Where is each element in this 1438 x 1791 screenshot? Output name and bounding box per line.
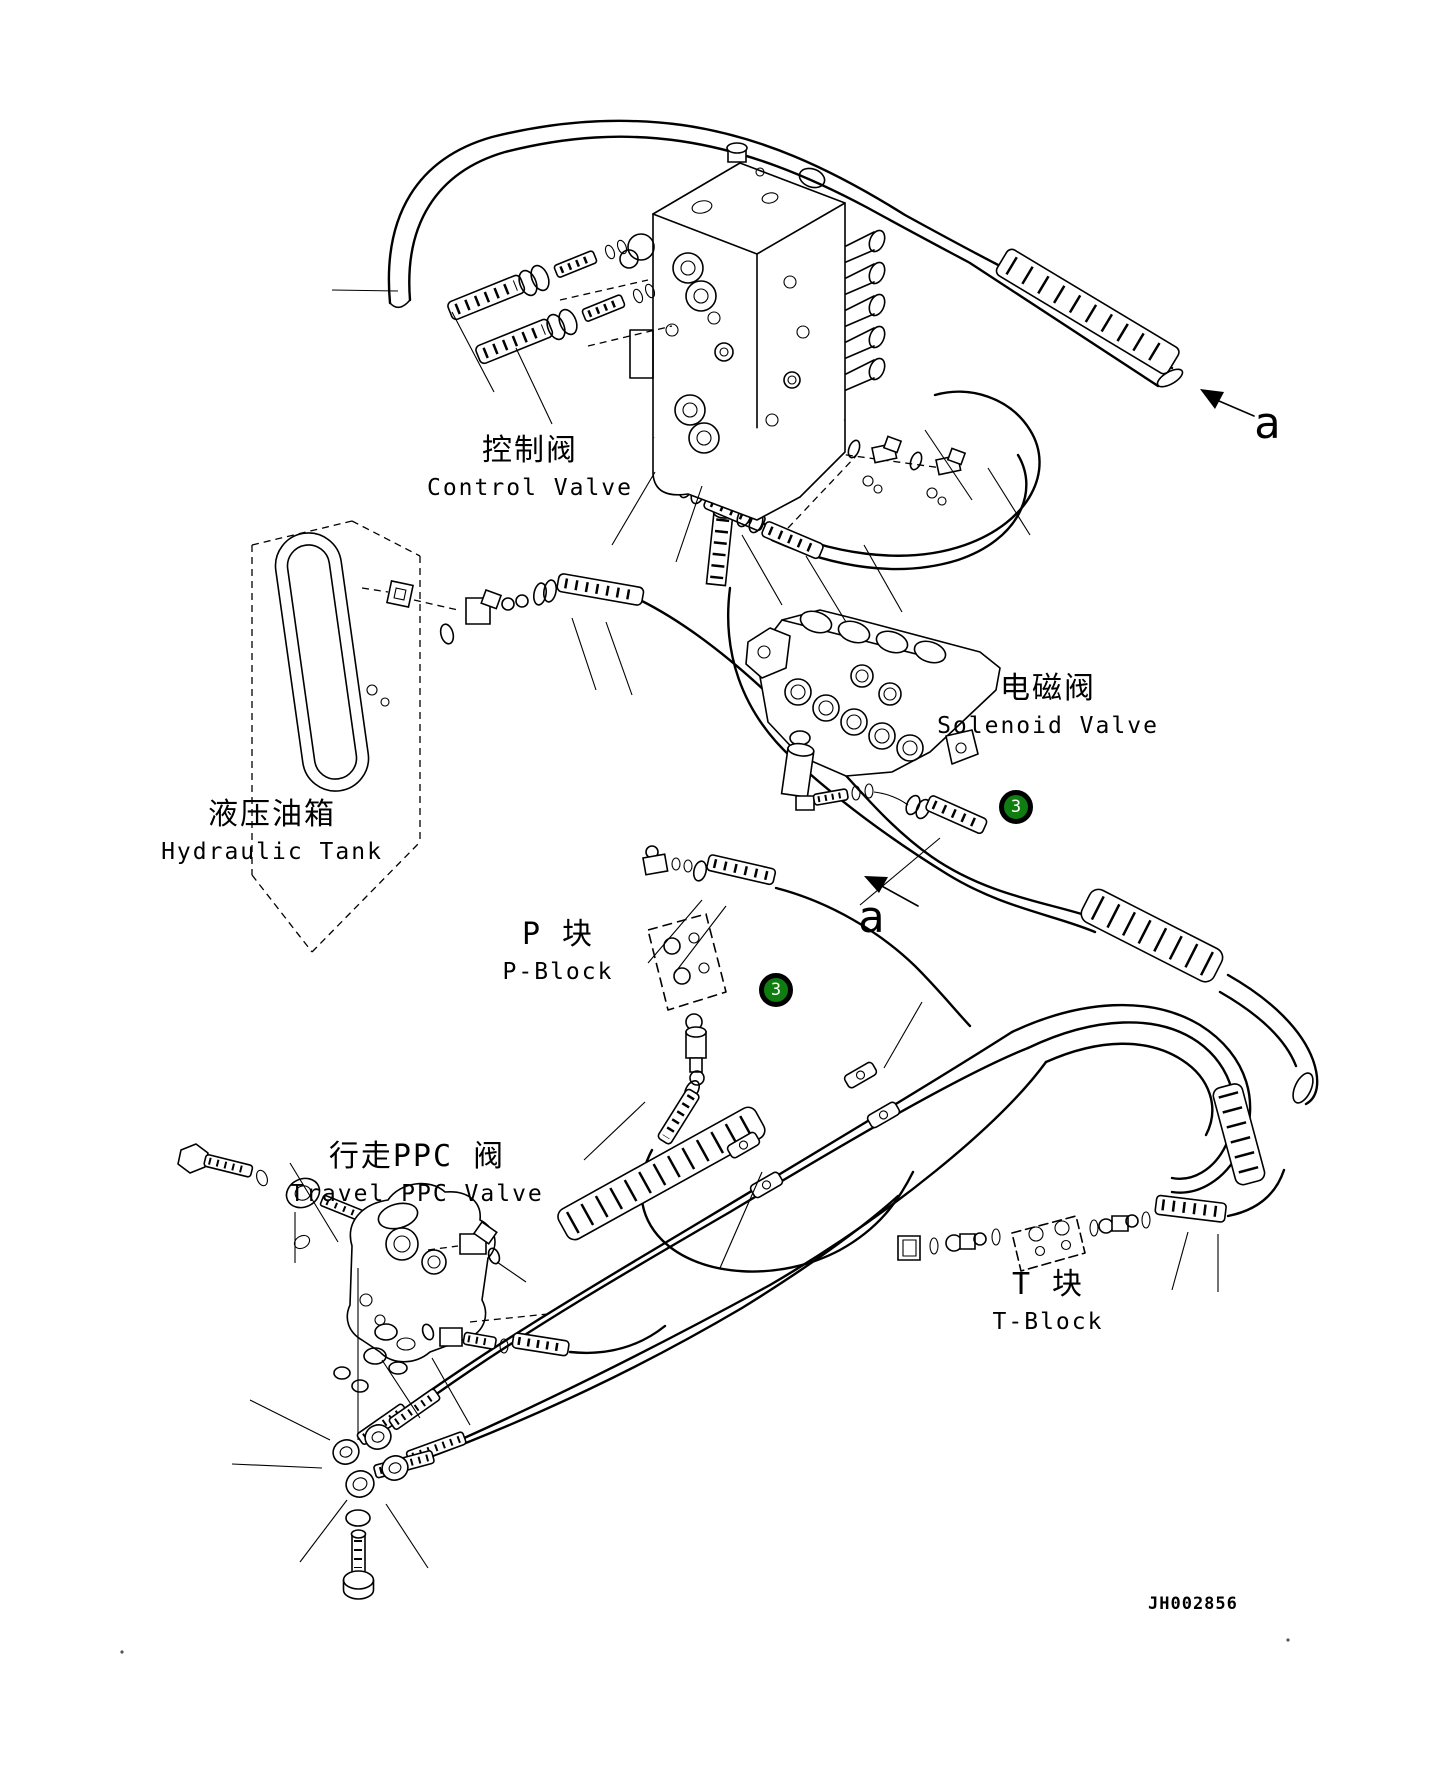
p-block-drawing <box>643 846 776 1145</box>
label-control-valve-en: Control Valve <box>426 474 633 501</box>
label-hydraulic-tank: 液压油箱 Hydraulic Tank <box>122 797 422 865</box>
label-control-valve-zh: 控制阀 <box>482 433 578 468</box>
page-dot <box>120 1650 124 1654</box>
tank-sight-glass <box>271 529 373 796</box>
mounting-bolt <box>344 1530 374 1599</box>
label-p-block-en: P-Block <box>502 958 614 985</box>
valve-top-fitting <box>727 143 764 176</box>
control-valve-left-fittings <box>446 239 656 365</box>
travel-ppc-valve-drawing <box>178 1144 665 1440</box>
label-solenoid-valve-en: Solenoid Valve <box>937 712 1159 739</box>
label-t-block-en: T-Block <box>992 1308 1104 1335</box>
label-control-valve: 控制阀 Control Valve <box>380 433 680 501</box>
label-p-block-zh: P 块 <box>521 917 595 952</box>
view-arrow-a-top <box>1200 389 1254 416</box>
view-arrow-label-a-middle: a <box>858 892 885 943</box>
label-travel-ppc-valve: 行走PPC 阀 Travel PPC Valve <box>267 1139 567 1207</box>
label-p-block: P 块 P-Block <box>458 917 658 985</box>
tank-outlet-fittings <box>439 573 645 645</box>
label-t-block: T 块 T-Block <box>948 1267 1148 1335</box>
callout-3-solenoid: 3 <box>999 790 1033 824</box>
label-travel-ppc-valve-en: Travel PPC Valve <box>290 1180 544 1207</box>
view-arrow-a-middle <box>864 876 918 906</box>
top-hose <box>389 121 1185 390</box>
solenoid-valve-drawing <box>746 608 1000 776</box>
tank-port-fitting <box>387 581 413 607</box>
callout-3-p-block: 3 <box>759 973 793 1007</box>
page-dot <box>1286 1638 1290 1642</box>
leader-lines <box>232 290 1218 1568</box>
view-arrow-label-a-top: a <box>1254 398 1281 449</box>
label-solenoid-valve: 电磁阀 Solenoid Valve <box>898 671 1198 739</box>
label-travel-ppc-valve-zh: 行走PPC 阀 <box>328 1139 506 1174</box>
long-hoses <box>640 507 1317 1106</box>
solenoid-valve-fittings <box>782 731 988 835</box>
banjo-fittings <box>330 1388 467 1599</box>
t-block-drawing <box>898 1170 1284 1271</box>
label-hydraulic-tank-en: Hydraulic Tank <box>161 838 383 865</box>
hose-bundle <box>403 1005 1266 1457</box>
hose-clamp <box>843 1061 901 1129</box>
hydraulic-tank-drawing <box>252 521 458 952</box>
label-hydraulic-tank-zh: 液压油箱 <box>208 797 336 832</box>
label-solenoid-valve-zh: 电磁阀 <box>1000 671 1096 706</box>
label-t-block-zh: T 块 <box>1011 1267 1085 1302</box>
control-valve-drawing <box>560 143 888 520</box>
drawing-number: JH002856 <box>1148 1594 1238 1614</box>
